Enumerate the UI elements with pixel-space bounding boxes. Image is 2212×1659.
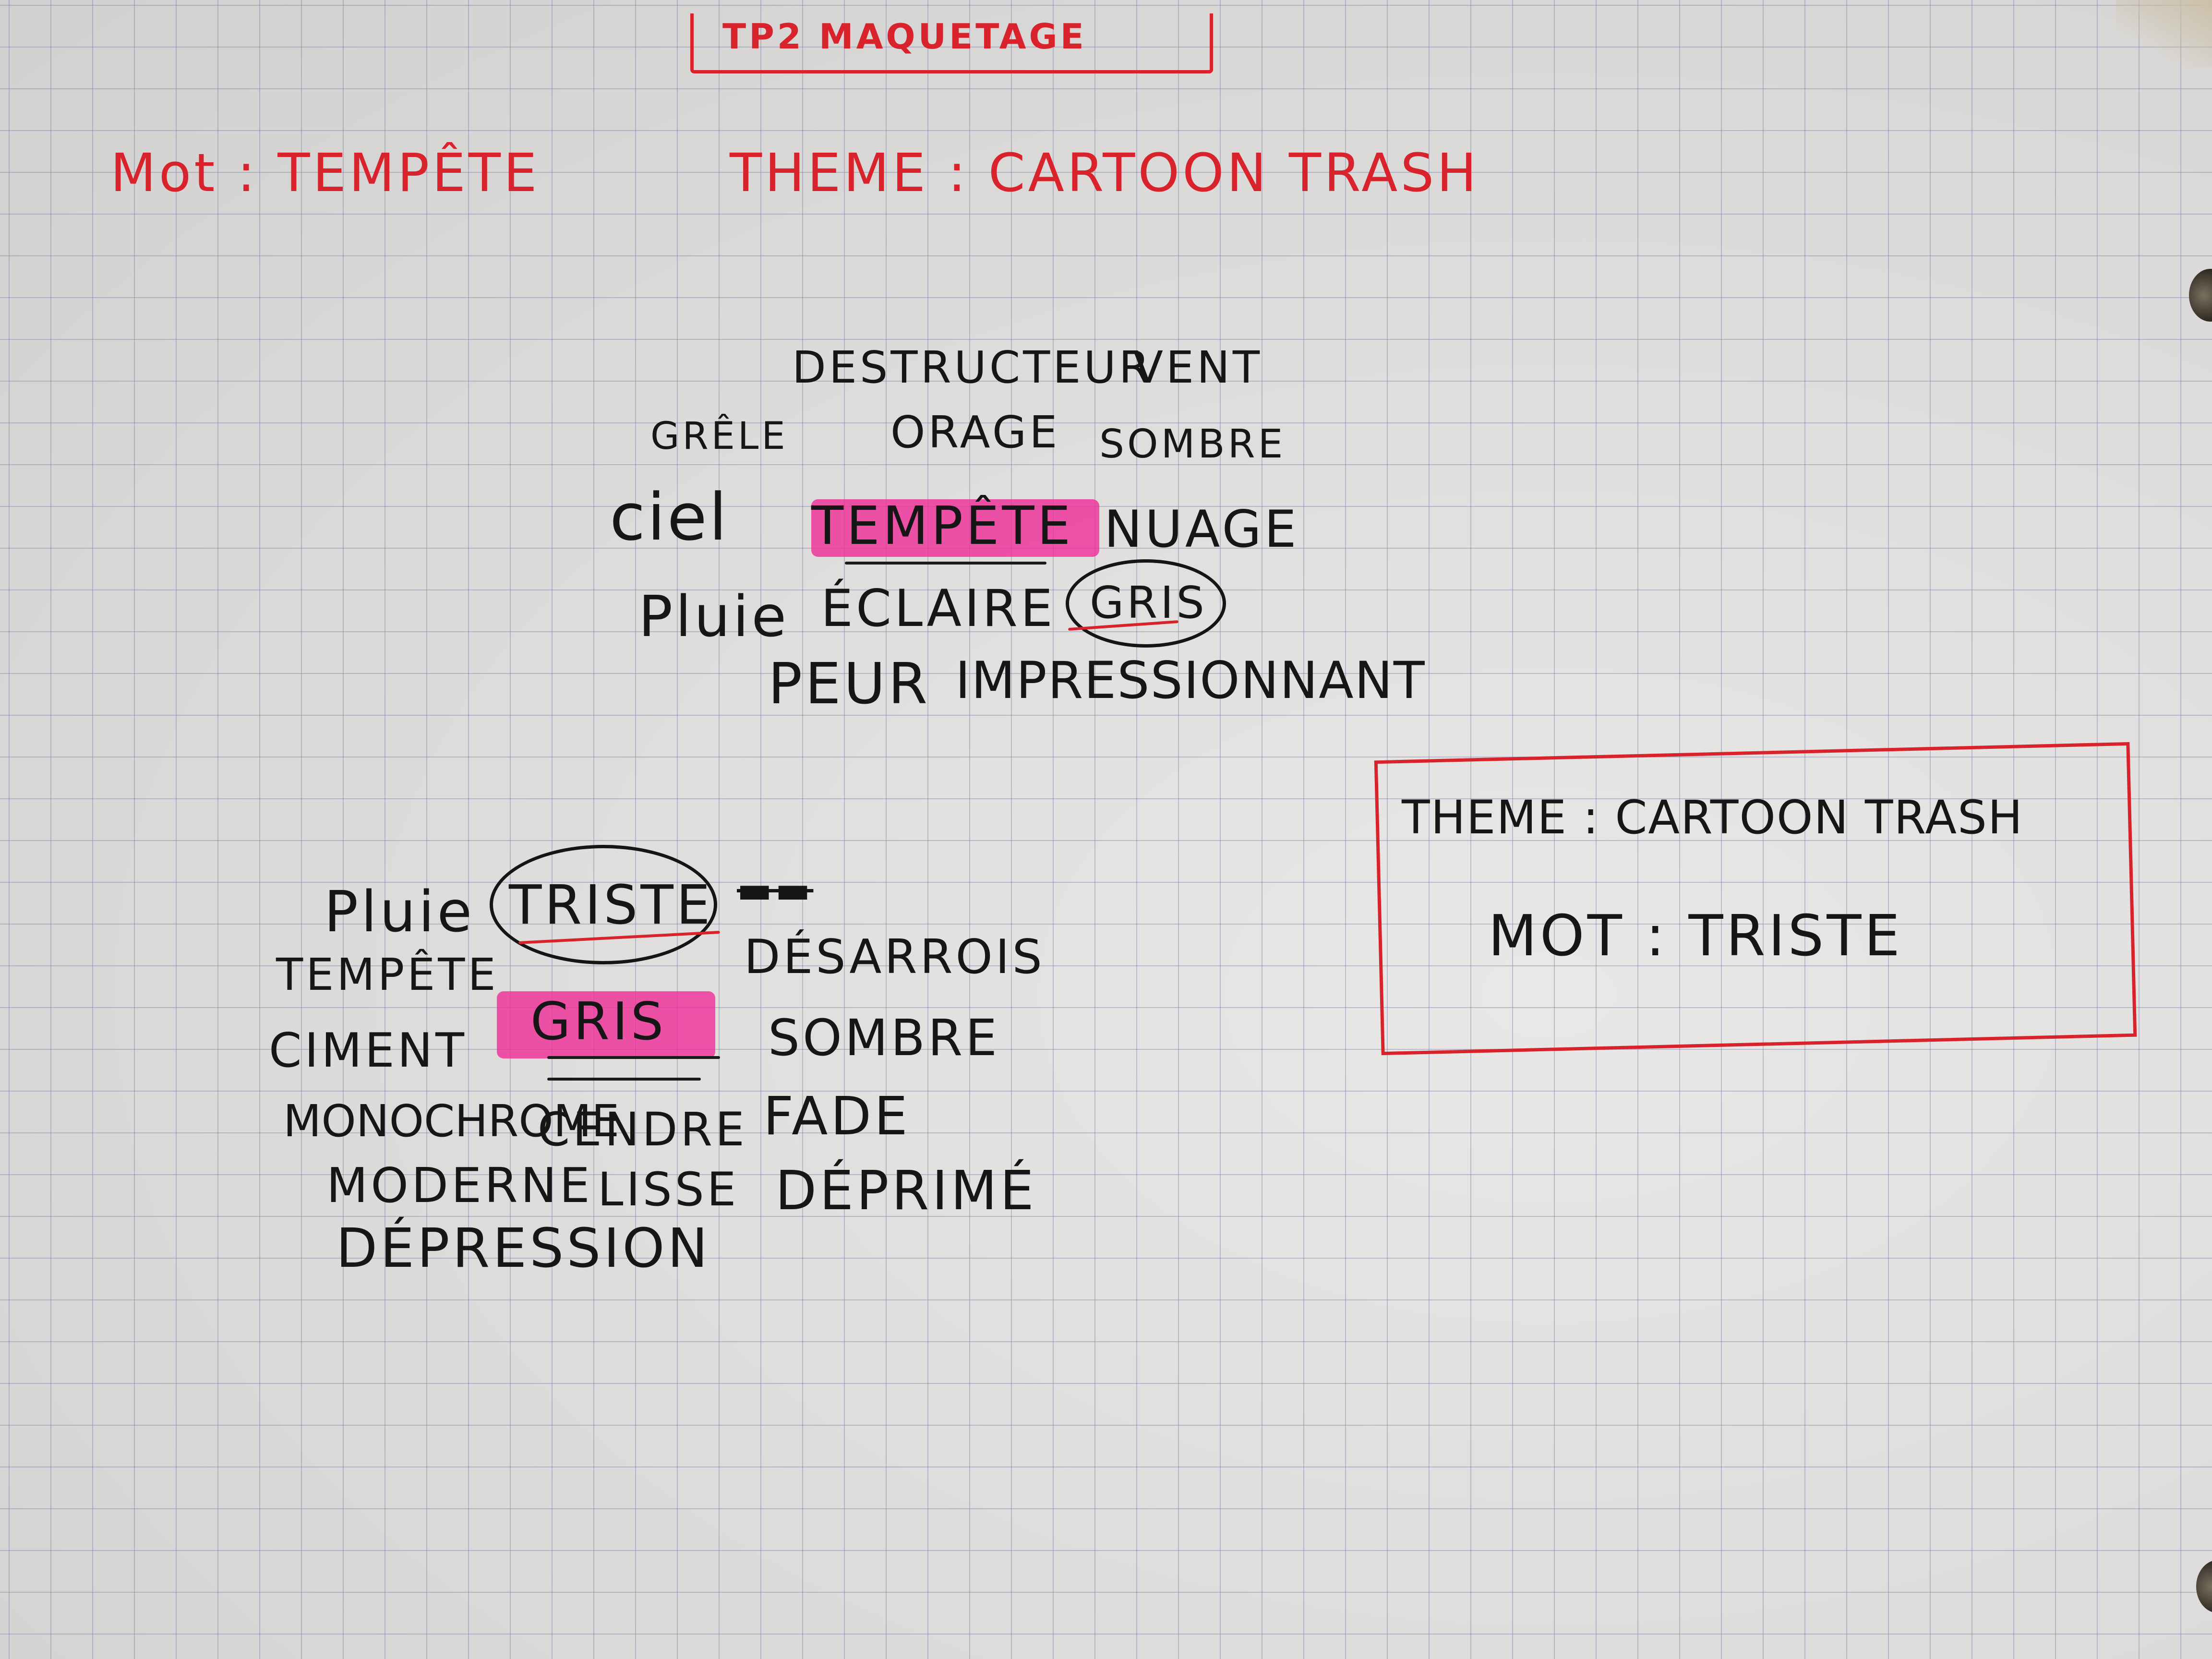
cloud-word: SOMBRE — [768, 1009, 1000, 1067]
theme-box-word: MOT : TRISTE — [1488, 902, 1903, 969]
desk-corner — [2116, 0, 2212, 67]
underline — [547, 1078, 701, 1081]
cloud-word: ÉCLAIRE — [821, 579, 1056, 638]
cloud-word: VENT — [1133, 342, 1263, 393]
circled-word: TRISTE — [509, 874, 713, 937]
cloud-word: TEMPÊTE — [276, 949, 499, 1000]
circle-mark — [490, 845, 717, 964]
underline — [547, 1056, 720, 1059]
highlight-mark — [497, 991, 715, 1058]
cloud-word: GRÊLE — [650, 415, 788, 458]
central-word: GRIS — [530, 992, 667, 1052]
cloud-word: PEUR — [768, 650, 931, 717]
cloud-word: FADE — [763, 1085, 911, 1147]
cloud-word: CENDRE — [538, 1103, 747, 1156]
theme-heading: THEME : CARTOON TRASH — [730, 142, 1479, 204]
central-word: TEMPÊTE — [811, 495, 1074, 556]
underline — [845, 562, 1046, 565]
page-title: TP2 MAQUETAGE — [722, 16, 1087, 57]
cloud-word: MONOCHROME — [283, 1095, 620, 1147]
cloud-word: Pluie — [638, 583, 790, 649]
word-heading: Mot : TEMPÊTE — [110, 142, 540, 204]
highlight-mark — [811, 499, 1099, 557]
crossed-out-word: ▬▬ — [737, 868, 814, 912]
cloud-word: NUAGE — [1104, 500, 1299, 559]
title-bracket — [690, 13, 1213, 73]
cloud-word: DÉSARROIS — [744, 930, 1045, 985]
cloud-word: IMPRESSIONNANT — [955, 651, 1426, 710]
cloud-word: DÉPRESSION — [336, 1217, 711, 1280]
cloud-word: ORAGE — [890, 407, 1060, 458]
cloud-word: Pluie — [324, 878, 475, 945]
cloud-word: DESTRUCTEUR — [792, 342, 1153, 393]
cloud-word: MODERNE — [326, 1157, 593, 1214]
circle-mark — [1066, 559, 1226, 648]
circled-word: GRIS — [1090, 577, 1207, 628]
theme-box-theme: THEME : CARTOON TRASH — [1402, 791, 2024, 844]
cloud-word: ciel — [610, 480, 729, 555]
cloud-word: CIMENT — [269, 1023, 467, 1078]
cloud-word: DÉPRIMÉ — [775, 1160, 1037, 1222]
cloud-word: SOMBRE — [1099, 421, 1286, 467]
cloud-word: LISSE — [598, 1163, 739, 1216]
theme-box — [1374, 742, 2137, 1056]
